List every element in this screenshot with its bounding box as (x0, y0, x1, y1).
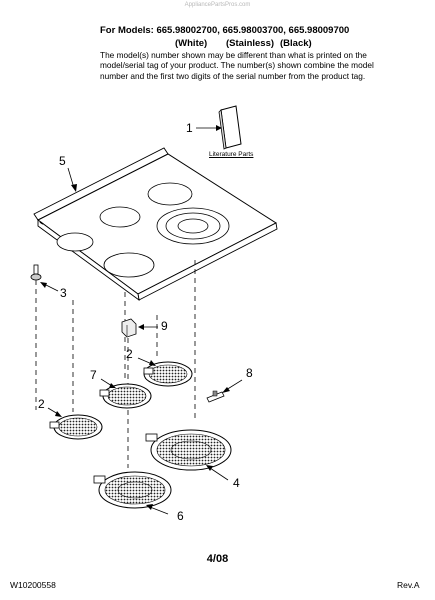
leader-arrow-3 (40, 282, 47, 288)
finish-black: (Black) (280, 38, 312, 49)
literature-booklet (218, 105, 242, 150)
element-small-lower (49, 414, 103, 440)
leader-arrow-5 (71, 184, 77, 192)
leader-line-3 (43, 283, 59, 292)
leader-arrow-6 (146, 504, 153, 510)
element-large-left (93, 471, 172, 509)
element-small-upper (143, 361, 193, 387)
callout-3: 3 (60, 286, 67, 300)
leader-arrow-2-upper (149, 360, 156, 366)
screw-part (30, 264, 42, 281)
callout-6: 6 (177, 509, 184, 523)
leader-line-4 (209, 467, 229, 481)
document-number: W10200558 (10, 580, 56, 590)
watermark: AppliancePartsPros.com (184, 2, 251, 8)
leader-arrow-8 (222, 387, 230, 393)
finish-stainless: (Stainless) (226, 38, 275, 49)
revision-label: Rev.A (397, 580, 420, 590)
leader-arrow-9 (138, 324, 144, 330)
cooktop (33, 147, 278, 302)
leader-arrow-7 (109, 383, 116, 388)
leader-arrow-4 (206, 465, 213, 471)
leader-arrow-2-lower (55, 411, 62, 417)
element-small-middle (99, 383, 152, 409)
clip-part (121, 318, 137, 338)
leader-arrow-1 (216, 125, 222, 131)
callout-2-lower: 2 (38, 397, 45, 411)
leader-line-7 (100, 378, 113, 387)
callout-2-upper: 2 (126, 347, 133, 361)
element-large-right (145, 429, 232, 471)
models-line: For Models: 665.98002700, 665.98003700, … (100, 25, 350, 36)
callout-1: 1 (186, 121, 193, 135)
callout-8: 8 (246, 366, 253, 380)
callout-4: 4 (233, 476, 240, 490)
callout-9: 9 (161, 319, 168, 333)
callout-7: 7 (90, 368, 97, 382)
literature-parts-label: Literature Parts (209, 151, 254, 158)
model-note: The model(s) number shown may be differe… (100, 50, 374, 81)
leader-line-8 (225, 379, 243, 391)
page-number: 4/08 (206, 553, 229, 565)
leader-line-6 (149, 506, 169, 515)
callout-5: 5 (59, 154, 66, 168)
finish-white: (White) (175, 38, 208, 49)
terminal-part (206, 390, 225, 403)
leader-line-2-upper (137, 357, 153, 365)
